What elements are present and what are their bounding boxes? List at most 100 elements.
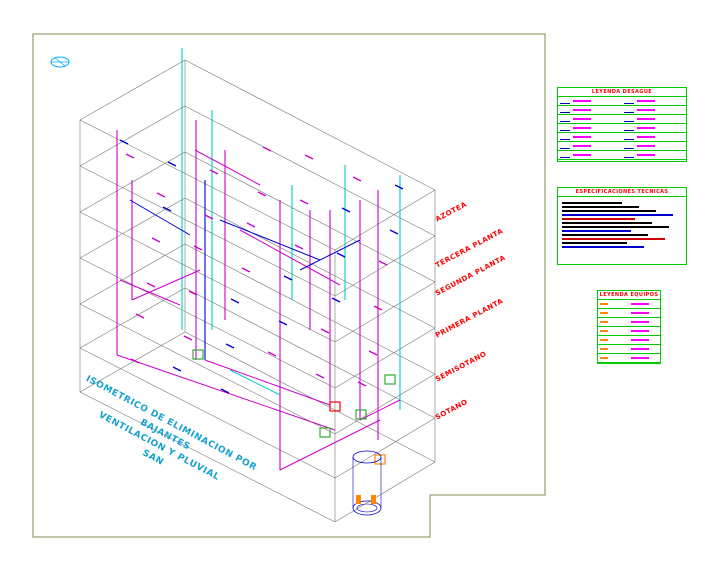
pipe-branch <box>336 252 346 258</box>
pipe-branch <box>241 267 251 273</box>
legend-row <box>558 97 686 106</box>
pipe-branch <box>204 214 214 220</box>
pipe-branch <box>151 237 161 243</box>
spec-line <box>562 242 627 244</box>
pipe-run <box>219 219 321 261</box>
pipe-branch <box>230 298 240 304</box>
floor-edge <box>334 417 436 479</box>
fixture-box <box>319 427 331 438</box>
pipe-branch <box>119 139 129 145</box>
pipe-run <box>194 149 261 186</box>
floor-edge <box>79 391 336 523</box>
legend-desague-title: LEYENDA DESAGUE <box>558 88 686 97</box>
pipe-branch <box>125 153 135 159</box>
fixture-box <box>384 374 396 385</box>
pipe-run <box>131 269 201 301</box>
pipe-branch <box>341 207 351 213</box>
floor-edge <box>184 331 436 463</box>
spec-line <box>562 206 639 208</box>
floor-edge <box>184 287 436 419</box>
legend-row <box>598 318 660 327</box>
spec-line <box>562 226 669 228</box>
floor-edge <box>79 211 336 343</box>
pipe-branch <box>299 199 309 205</box>
legend-row <box>598 345 660 354</box>
pipe-branch <box>135 313 145 319</box>
floor-edge <box>79 59 186 121</box>
pipe-branch <box>389 229 399 235</box>
specs-title: ESPECIFICACIONES TECNICAS <box>558 188 686 197</box>
pipe-branch <box>278 320 288 326</box>
pipe-branch <box>357 381 367 387</box>
pipe-branch <box>167 161 177 167</box>
pipe-branch <box>304 154 314 160</box>
pipe-branch <box>183 335 193 341</box>
pipe-network <box>116 48 404 471</box>
legend-row <box>598 354 660 363</box>
pipe-branch <box>373 305 383 311</box>
pipe-branch <box>320 328 330 334</box>
fixtures <box>192 349 396 465</box>
floor-edge <box>79 287 186 349</box>
legend-row <box>558 151 686 160</box>
pipe-branch <box>156 192 166 198</box>
floor-edge <box>184 105 436 237</box>
pipe-branch <box>262 146 272 152</box>
pipe-branch <box>246 222 256 228</box>
pipe-run <box>204 359 331 406</box>
spec-line <box>562 234 648 236</box>
pipe-branch <box>378 260 388 266</box>
fixture-box <box>355 409 367 420</box>
pipe-branch <box>162 206 172 212</box>
pipe-branch <box>283 275 293 281</box>
drawing-frame <box>32 33 546 538</box>
specs-panel: ESPECIFICACIONES TECNICAS <box>557 187 687 265</box>
floor-edge <box>334 461 436 523</box>
floor-edge <box>79 119 336 251</box>
spec-line <box>562 246 644 248</box>
pipe-branch <box>352 176 362 182</box>
floor-edge <box>334 235 436 297</box>
legend-row <box>598 300 660 309</box>
legend-row <box>558 124 686 133</box>
pipe-run <box>229 369 281 396</box>
pipe-run <box>299 239 361 271</box>
pipe-branch <box>394 184 404 190</box>
pipe-branch <box>331 297 341 303</box>
pipe-branch <box>315 373 325 379</box>
specs-body <box>558 197 686 253</box>
legend-row <box>558 142 686 151</box>
spec-line <box>562 238 665 240</box>
pipe-branch <box>146 282 156 288</box>
pipe-branch <box>368 350 378 356</box>
fixture-box <box>329 401 341 412</box>
floor-edge <box>334 373 436 435</box>
floor-edge <box>79 331 186 393</box>
floor-edge <box>79 257 336 389</box>
pipe-run <box>239 229 341 286</box>
spec-line <box>562 222 652 224</box>
pipe-run <box>279 419 381 471</box>
fixture-box <box>192 349 204 360</box>
legend-row <box>598 327 660 336</box>
legend-row <box>558 133 686 142</box>
pipe-branch <box>267 351 277 357</box>
floor-edge <box>334 281 436 343</box>
legend-row <box>558 115 686 124</box>
pipe-branch <box>193 245 203 251</box>
manhole-icon <box>352 450 382 516</box>
legend-row <box>558 106 686 115</box>
spec-line <box>562 230 631 232</box>
legend-equipos-title: LEYENDA EQUIPOS <box>598 292 660 300</box>
floor-edge <box>334 327 436 389</box>
pipe-branch <box>188 290 198 296</box>
floor-edge <box>184 59 436 191</box>
pipe-run <box>129 199 191 236</box>
pipe-branch <box>257 191 267 197</box>
pipe-branch <box>209 169 219 175</box>
pipe-branch <box>220 388 230 394</box>
spec-line <box>562 210 656 212</box>
pipe-run <box>359 399 401 421</box>
floor-edge <box>334 189 436 251</box>
